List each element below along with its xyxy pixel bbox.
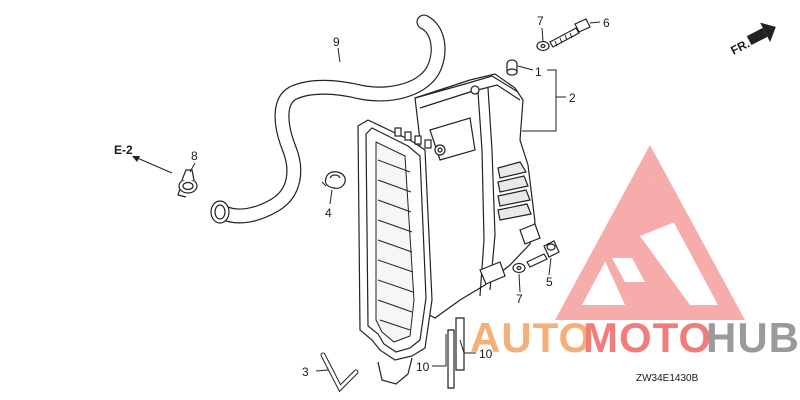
front-direction-label: FR. [728,36,752,57]
grommet-part-4 [321,171,346,189]
washer-part-7-top [536,40,550,52]
clamp-part-8 [177,169,198,198]
callout-5: 5 [546,275,553,289]
reference-label-e2: E-2 [114,143,133,157]
callout-9: 9 [333,35,340,49]
filter-element [375,141,415,343]
watermark-text: AUTO MOTO HUB [470,314,800,361]
watermark-logo-mark [555,145,745,320]
callout-8: 8 [191,149,198,163]
callout-2: 2 [569,91,576,105]
wire-part-3 [320,352,359,393]
watermark-auto: AUTO [470,314,592,361]
callout-7-lower: 7 [516,292,523,306]
air-cleaner-case [414,73,541,319]
washer-part-7-lower [512,262,526,274]
callout-labels: 9 7 6 1 2 E-2 8 4 5 7 3 10 10 ZW34E1430B [114,14,699,384]
callout-3: 3 [302,365,309,379]
air-cleaner-cover [357,119,433,385]
collar-part-1 [506,59,518,76]
hose-part-9 [210,14,446,224]
watermark-hub: HUB [706,314,800,361]
callout-1: 1 [535,65,542,79]
callout-7-top: 7 [537,14,544,28]
bolt-part-6 [549,18,591,48]
watermark-moto: MOTO [583,314,712,361]
drawing-code: ZW34E1430B [636,373,699,384]
callout-4: 4 [325,206,332,220]
leader-lines [132,21,601,372]
callout-10-left: 10 [416,360,430,374]
callout-10-right: 10 [479,347,493,361]
drain-tube-part-10 [447,317,465,389]
bolt-part-5 [526,240,560,268]
front-direction-indicator: FR. [728,22,776,58]
callout-6: 6 [603,16,610,30]
